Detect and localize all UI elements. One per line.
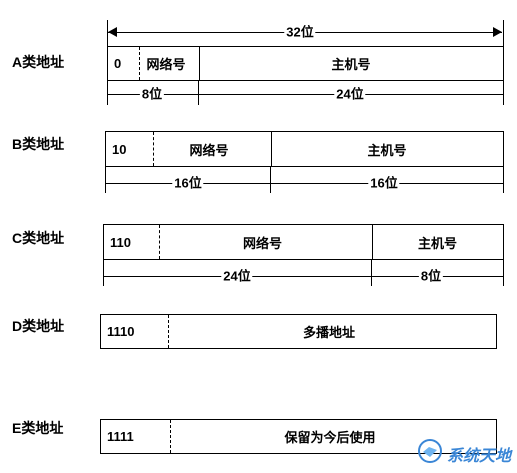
class-a-dim-tick-mid bbox=[198, 81, 199, 105]
class-c-box: 110 网络号 主机号 bbox=[103, 224, 504, 260]
class-a-dim-host: 24位 bbox=[334, 83, 366, 103]
class-e-reserved: 保留为今后使用 bbox=[284, 430, 376, 445]
class-b-dim-line bbox=[105, 183, 504, 184]
watermark-text: 系统天地 bbox=[446, 447, 511, 465]
class-b-label: B类地址 bbox=[12, 136, 65, 152]
class-c-prefix: 110 bbox=[104, 225, 160, 259]
class-d-multicast: 多播地址 bbox=[302, 325, 355, 340]
class-c-dim-line bbox=[103, 276, 504, 277]
class-c-network: 网络号 bbox=[153, 225, 373, 259]
class-a-box: 0 网络号 主机号 bbox=[107, 46, 504, 81]
class-e-prefix: 1111 bbox=[101, 420, 171, 453]
top-dim-left-arrow bbox=[108, 27, 117, 37]
top-dim-label: 32位 bbox=[284, 21, 316, 41]
class-c-dim-network: 24位 bbox=[221, 265, 253, 285]
class-c-dim-tick-left bbox=[103, 260, 104, 286]
class-a-host: 主机号 bbox=[331, 57, 371, 72]
class-a-dim-network: 8位 bbox=[139, 83, 165, 103]
class-c-dim-tick-mid bbox=[371, 260, 372, 286]
class-b-dim-tick-mid bbox=[270, 167, 271, 193]
class-b-prefix: 10 bbox=[106, 132, 154, 166]
class-e-box: 1111 保留为今后使用 bbox=[100, 419, 497, 454]
class-a-dim-tick-left bbox=[107, 81, 108, 105]
class-a-dim-tick-right bbox=[503, 81, 504, 105]
class-c-host: 主机号 bbox=[417, 235, 457, 251]
class-d-prefix: 1110 bbox=[101, 315, 169, 348]
class-a-prefix: 0 bbox=[108, 47, 140, 80]
logo-icon bbox=[417, 438, 443, 469]
class-b-dim-tick-left bbox=[105, 167, 106, 193]
class-b-host: 主机号 bbox=[367, 142, 407, 158]
watermark: 系统天地 bbox=[417, 438, 511, 469]
top-dim-left-tick bbox=[107, 20, 108, 46]
class-c-label: C类地址 bbox=[12, 230, 65, 246]
class-b-dim-host: 16位 bbox=[368, 172, 400, 192]
class-a-label: A类地址 bbox=[12, 54, 65, 70]
class-b-dim-network: 16位 bbox=[172, 172, 204, 192]
class-b-dim-tick-right bbox=[503, 167, 504, 193]
class-d-box: 1110 多播地址 bbox=[100, 314, 497, 349]
class-b-network: 网络号 bbox=[147, 132, 272, 166]
class-e-label: E类地址 bbox=[12, 420, 64, 436]
class-a-dim-line bbox=[107, 94, 504, 95]
class-c-dim-tick-right bbox=[503, 260, 504, 286]
top-dim-right-arrow bbox=[493, 27, 502, 37]
class-a-network: 网络号 bbox=[133, 47, 200, 80]
top-dim-right-tick bbox=[503, 20, 504, 46]
class-b-box: 10 网络号 主机号 bbox=[105, 131, 504, 167]
class-d-label: D类地址 bbox=[12, 318, 65, 334]
class-c-dim-host: 8位 bbox=[418, 265, 444, 285]
